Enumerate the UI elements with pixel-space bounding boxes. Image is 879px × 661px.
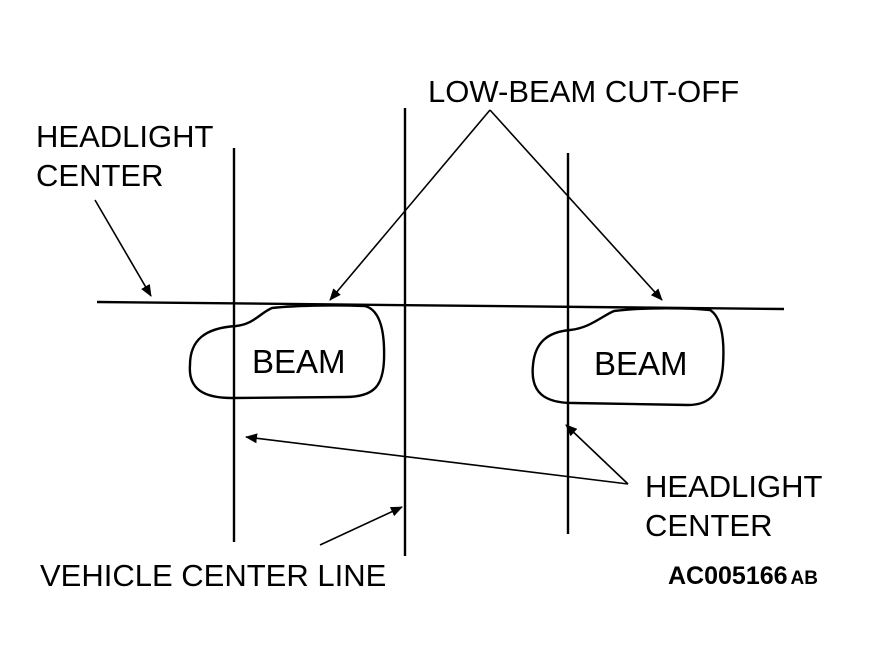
vehicle-center-line-label: VEHICLE CENTER LINE [40, 558, 386, 593]
headlight-center-label-right-line1: HEADLIGHT [645, 469, 822, 504]
headlight-center-label-left-line2: CENTER [36, 158, 163, 193]
low-beam-cutoff-label: LOW-BEAM CUT-OFF [428, 74, 739, 109]
vehicle-center-arrow [319, 506, 403, 546]
headlight-center-label-right-line2: CENTER [645, 508, 772, 543]
right-beam-pattern [531, 307, 725, 407]
figure-code-main: AC005166 [668, 562, 788, 590]
headlight-center-arrow-left [94, 199, 152, 297]
figure-code-suffix: AB [791, 568, 818, 589]
headlight-center-label-left-line1: HEADLIGHT [36, 119, 213, 154]
cutoff-arrow-right [489, 109, 663, 301]
beam-label-left: BEAM [252, 343, 346, 380]
headlight-center-arrow-to-left-line [245, 433, 629, 485]
left-beam-pattern [188, 304, 386, 400]
cutoff-arrow-left [329, 109, 491, 301]
headlight-center-arrow-to-right-line [565, 424, 629, 485]
beam-label-right: BEAM [594, 345, 688, 382]
